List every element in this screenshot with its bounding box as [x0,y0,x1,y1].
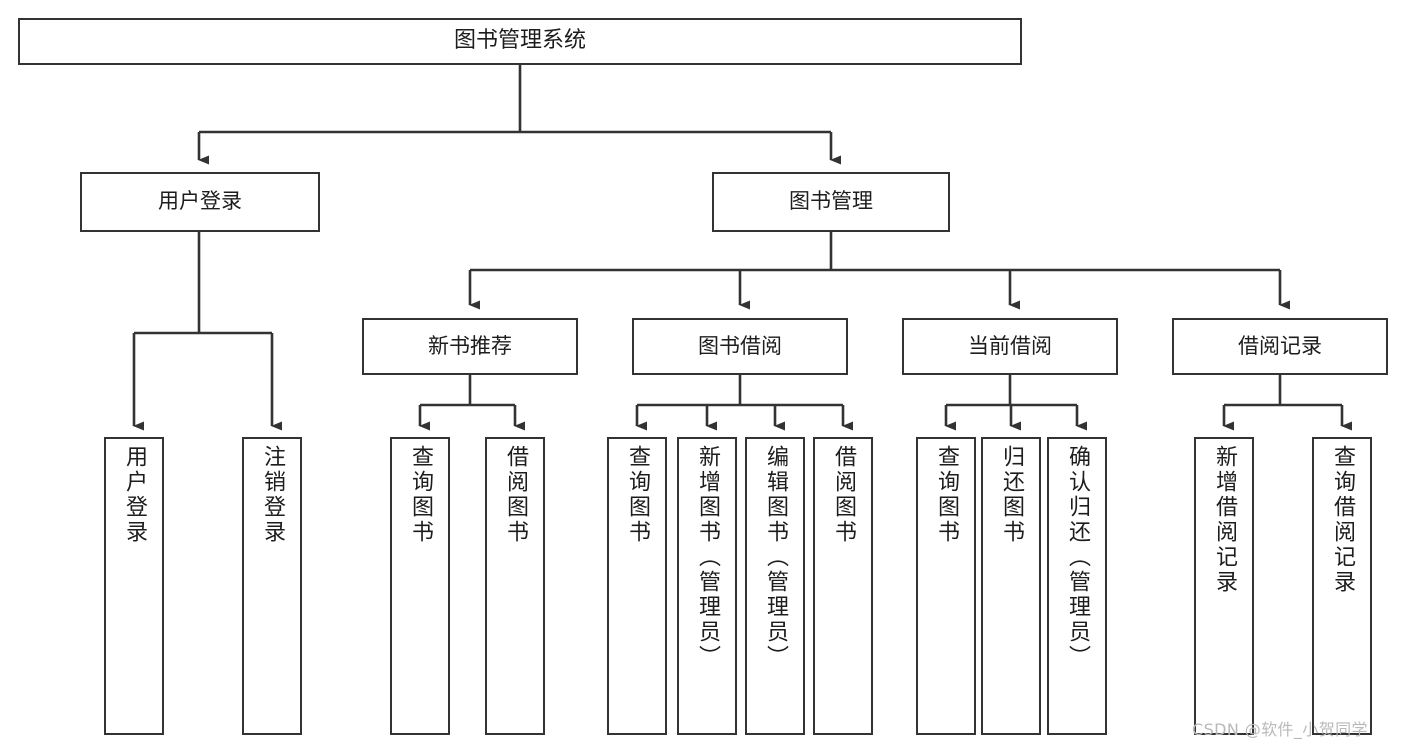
node-leaf-query-record[interactable]: 查询借阅记录 [1312,437,1372,735]
node-leaf-user-login[interactable]: 用户登录 [104,437,164,735]
node-borrow-record-label: 借阅记录 [1238,333,1322,358]
node-leaf-query-book-3[interactable]: 查询图书 [916,437,976,735]
node-leaf-borrow-book-2[interactable]: 借阅图书 [813,437,873,735]
node-book-borrow[interactable]: 图书借阅 [632,318,848,375]
node-user-login[interactable]: 用户登录 [80,172,320,232]
node-book-management-label: 图书管理 [789,189,873,214]
node-current-borrow[interactable]: 当前借阅 [902,318,1118,375]
node-leaf-borrow-book-1[interactable]: 借阅图书 [485,437,545,735]
node-leaf-logout-login[interactable]: 注销登录 [242,437,302,735]
node-book-management[interactable]: 图书管理 [712,172,950,232]
node-new-book-recommend-label: 新书推荐 [428,333,512,358]
node-new-book-recommend[interactable]: 新书推荐 [362,318,578,375]
node-leaf-edit-book[interactable]: 编辑图书（管理员） [745,437,805,735]
node-leaf-query-book-3-label: 查询图书 [934,445,959,545]
node-leaf-query-book-2-label: 查询图书 [625,445,650,545]
node-book-borrow-label: 图书借阅 [698,333,782,358]
node-leaf-return-book[interactable]: 归还图书 [981,437,1041,735]
node-leaf-query-record-label: 查询借阅记录 [1330,445,1355,595]
node-leaf-query-book-1-label: 查询图书 [408,445,433,545]
node-leaf-add-record[interactable]: 新增借阅记录 [1194,437,1254,735]
node-leaf-confirm-return-label: 确认归还（管理员） [1065,445,1090,670]
node-leaf-logout-login-label: 注销登录 [260,445,285,545]
node-leaf-add-book[interactable]: 新增图书（管理员） [677,437,737,735]
node-borrow-record[interactable]: 借阅记录 [1172,318,1388,375]
node-root[interactable]: 图书管理系统 [18,18,1022,65]
node-leaf-return-book-label: 归还图书 [999,445,1024,545]
node-root-label: 图书管理系统 [453,28,586,54]
node-leaf-query-book-2[interactable]: 查询图书 [607,437,667,735]
node-current-borrow-label: 当前借阅 [968,333,1052,358]
node-leaf-confirm-return[interactable]: 确认归还（管理员） [1047,437,1107,735]
node-leaf-borrow-book-1-label: 借阅图书 [503,445,528,545]
node-user-login-label: 用户登录 [158,189,242,214]
node-leaf-query-book-1[interactable]: 查询图书 [390,437,450,735]
node-leaf-user-login-label: 用户登录 [122,445,147,545]
node-leaf-add-record-label: 新增借阅记录 [1212,445,1237,595]
watermark: CSDN @软件_小贺同学 [1192,720,1368,739]
node-leaf-edit-book-label: 编辑图书（管理员） [763,445,788,670]
node-leaf-add-book-label: 新增图书（管理员） [695,445,720,670]
node-leaf-borrow-book-2-label: 借阅图书 [831,445,856,545]
